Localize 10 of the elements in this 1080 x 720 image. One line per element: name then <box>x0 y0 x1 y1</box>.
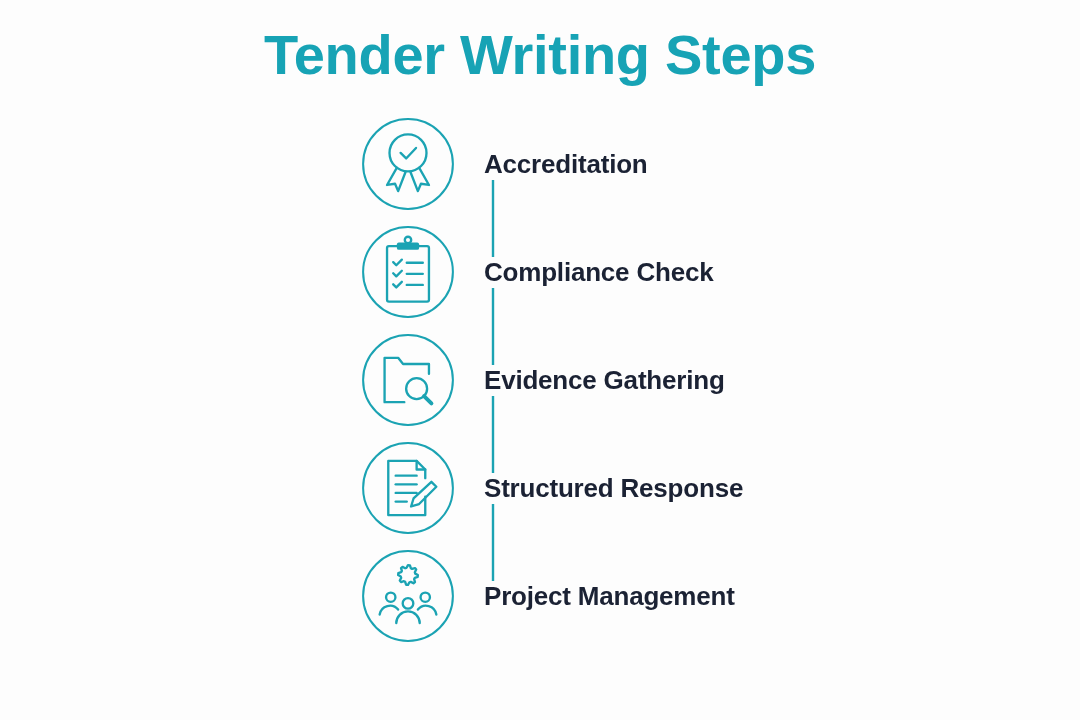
step-label: Accreditation <box>484 148 648 180</box>
step-label: Project Management <box>484 580 735 612</box>
step-label: Evidence Gathering <box>484 364 725 396</box>
step-label: Structured Response <box>484 472 744 504</box>
step-label: Compliance Check <box>484 256 714 288</box>
connector-line <box>491 288 495 365</box>
connector-line <box>491 396 495 473</box>
connector-line <box>491 180 495 257</box>
title: Tender Writing Steps <box>264 22 816 88</box>
connector-line <box>491 504 495 581</box>
